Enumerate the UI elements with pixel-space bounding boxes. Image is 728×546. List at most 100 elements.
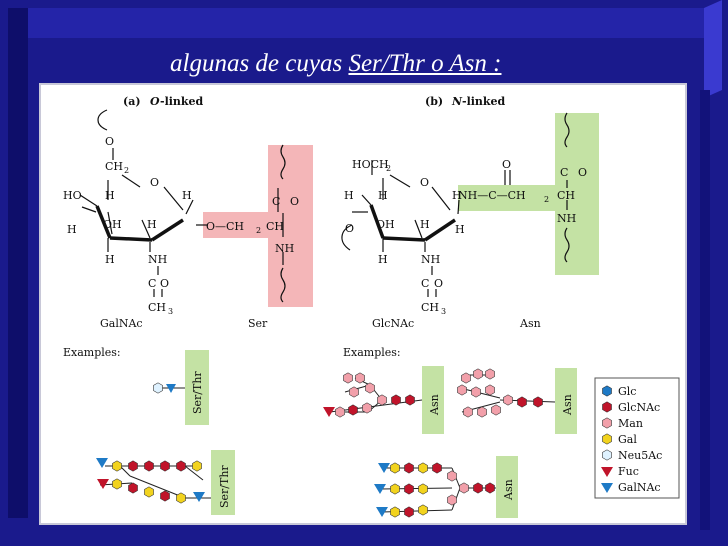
- atom-b-o: O: [345, 222, 354, 235]
- legend-galnac-label: GalNAc: [618, 481, 661, 494]
- atom-ring-o: O: [150, 176, 159, 189]
- atom-amide-o: O: [502, 158, 511, 171]
- glcnac-atoms: HOCH 2 O H H H OH H H O H NH C O CH 3 O …: [344, 158, 587, 330]
- galnac-node: [166, 384, 176, 393]
- atom-b-ch3-sub: 3: [441, 307, 446, 316]
- panel-a-examples: Examples:: [63, 346, 121, 359]
- atom-eq-o: O: [160, 277, 169, 290]
- legend-man-icon: [602, 417, 612, 429]
- n-example-3: Asn: [374, 456, 518, 518]
- ser-thr-label-1: Ser/Thr: [191, 371, 204, 414]
- panel-a-letter: (a): [123, 95, 141, 108]
- n-example-2: Asn: [457, 368, 577, 434]
- corner-bevel: [704, 0, 722, 98]
- panel-a-heading: (a) O -linked: [123, 95, 204, 108]
- panel-b-heading: (b) N -linked: [425, 95, 506, 108]
- atom-asn-c: C: [560, 166, 568, 179]
- atom-b-h4: H: [420, 218, 430, 231]
- atom-ser-c: C: [272, 195, 280, 208]
- panel-b-letter: (b): [425, 95, 443, 108]
- atom-hoch2-sub: 2: [386, 164, 391, 173]
- legend-glc-icon: [602, 385, 612, 397]
- panel-a-rest: -linked: [160, 95, 204, 108]
- atom-o-top: O: [105, 135, 114, 148]
- atom-asn-o: O: [578, 166, 587, 179]
- legend-glc-label: Glc: [618, 385, 636, 398]
- atom-ser-ch: CH: [266, 220, 284, 233]
- panel-b-rest: -linked: [462, 95, 506, 108]
- atom-oh: OH: [103, 218, 122, 231]
- asn-label-3: Asn: [502, 479, 515, 501]
- legend-neu5ac-icon: [602, 449, 612, 461]
- glcnac-ring-bonds: [341, 112, 570, 297]
- atom-ch2: CH: [105, 160, 123, 173]
- asn-label-1: Asn: [428, 394, 441, 416]
- legend-glcnac-icon: [602, 401, 612, 413]
- glcnac-name: GlcNAc: [372, 317, 414, 330]
- atom-nh-c-ch2: NH—C—CH: [458, 189, 526, 202]
- legend-galnac-icon: [601, 483, 613, 493]
- ser-name: Ser: [248, 317, 268, 330]
- galnac-ring-bonds: [79, 109, 286, 303]
- atom-nh: NH: [148, 253, 167, 266]
- panel-b-emph: N: [451, 95, 463, 108]
- atom-b-h1: H: [344, 189, 354, 202]
- legend-gal-icon: [602, 433, 612, 445]
- title-underlined: Ser/Thr o Asn :: [348, 50, 502, 77]
- atom-hoch2: HOCH: [352, 158, 389, 171]
- atom-o-ch2-sub: 2: [256, 226, 261, 235]
- legend-glcnac-label: GlcNAc: [618, 401, 660, 414]
- legend-gal-label: Gal: [618, 433, 637, 446]
- atom-ch2-sub: 2: [124, 166, 129, 175]
- atom-h2: H: [182, 189, 192, 202]
- atom-b-nh: NH: [421, 253, 440, 266]
- asn-highlight: [555, 113, 599, 275]
- atom-c-eq: C: [148, 277, 156, 290]
- legend-fuc-icon: [601, 467, 613, 477]
- legend: Glc GlcNAc Man Gal Neu5Ac Fuc GalNAc: [594, 377, 680, 499]
- ser-highlight: [268, 145, 313, 307]
- asn-box-3: [496, 456, 518, 518]
- panel-b-examples: Examples:: [343, 346, 401, 359]
- atom-h4: H: [147, 218, 157, 231]
- atom-ho: HO: [63, 189, 82, 202]
- atom-b-oh: OH: [376, 218, 395, 231]
- atom-b-c: C: [421, 277, 429, 290]
- atom-b-h3: H: [452, 189, 462, 202]
- atom-b-h5: H: [455, 223, 465, 236]
- atom-o-ch2: O—CH: [206, 220, 244, 233]
- atom-asn-ch: CH: [557, 189, 575, 202]
- top-bar: [28, 8, 704, 38]
- galnac-atoms: O CH 2 O HO H H H OH H H NH C O CH 3 O—C…: [63, 135, 299, 330]
- o-example-1: Ser/Thr: [153, 350, 209, 425]
- ser-thr-box-2: [211, 450, 235, 515]
- legend-neu5ac-label: Neu5Ac: [618, 449, 662, 462]
- ser-thr-box-1: [185, 350, 209, 425]
- atom-h3: H: [67, 223, 77, 236]
- atom-ser-nh: NH: [275, 242, 294, 255]
- atom-h5: H: [105, 253, 115, 266]
- slide-title: algunas de cuyas Ser/Thr o Asn :: [170, 50, 501, 78]
- asn-box-2: [555, 368, 577, 434]
- galnac-name: GalNAc: [100, 317, 143, 330]
- atom-nh-c-sub: 2: [544, 195, 549, 204]
- n-example-1: Asn: [323, 366, 444, 434]
- left-bar: [8, 8, 28, 518]
- right-bar: [700, 90, 710, 530]
- atom-asn-nh: NH: [557, 212, 576, 225]
- asn-name: Asn: [519, 317, 541, 330]
- asn-label-2: Asn: [561, 394, 574, 416]
- atom-b-h2: H: [378, 189, 388, 202]
- atom-h1: H: [105, 189, 115, 202]
- atom-b-ch3: CH: [421, 301, 439, 314]
- atom-b-eq-o: O: [434, 277, 443, 290]
- neu5ac-node: [153, 382, 163, 394]
- legend-man-label: Man: [618, 417, 643, 430]
- panel-a-emph: O: [150, 95, 160, 108]
- atom-ch3: CH: [148, 301, 166, 314]
- atom-ch3-sub: 3: [168, 307, 173, 316]
- ser-thr-label-2: Ser/Thr: [218, 465, 231, 508]
- legend-fuc-label: Fuc: [618, 465, 639, 478]
